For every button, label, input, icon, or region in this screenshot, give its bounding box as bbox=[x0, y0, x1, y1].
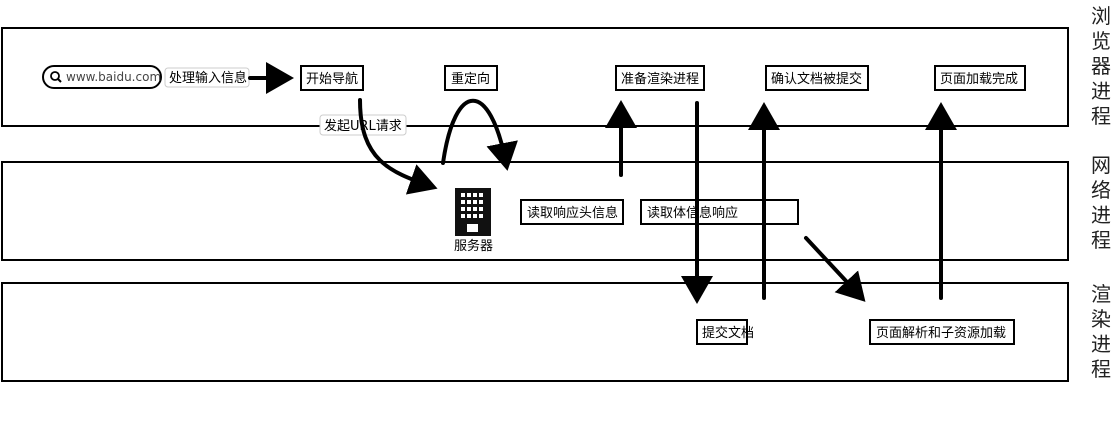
arrow-body-to-parse bbox=[804, 236, 866, 302]
server-icon bbox=[455, 188, 491, 236]
prepare-render-label: 准备渲染进程 bbox=[621, 71, 699, 87]
read-body-box bbox=[640, 199, 799, 225]
url-pill[interactable] bbox=[42, 65, 162, 89]
start-nav-box bbox=[300, 65, 364, 91]
read-body-label: 读取体信息响应 bbox=[647, 205, 738, 221]
confirm-commit-box bbox=[765, 65, 869, 91]
arrow-nav-to-server bbox=[358, 98, 438, 195]
renderer-process-label: 渲染进程 bbox=[1091, 282, 1111, 381]
parse-page-label: 页面解析和子资源加载 bbox=[876, 326, 1006, 341]
arrow-redirect-loop bbox=[441, 99, 518, 171]
redirect-label: 重定向 bbox=[451, 71, 490, 87]
page-loaded-box bbox=[934, 65, 1026, 91]
read-headers-label: 读取响应头信息 bbox=[527, 205, 618, 221]
confirm-commit-label: 确认文档被提交 bbox=[771, 71, 862, 87]
parse-page-box bbox=[869, 319, 1015, 345]
url-text: www.baidu.com bbox=[66, 70, 161, 84]
network-process-label: 网络进程 bbox=[1091, 153, 1111, 252]
prepare-render-box bbox=[615, 65, 705, 91]
process-input-label: 处理输入信息 bbox=[169, 70, 247, 86]
start-nav-label: 开始导航 bbox=[306, 71, 358, 87]
redirect-box bbox=[444, 65, 498, 91]
flow-arrows bbox=[248, 62, 957, 304]
server-label: 服务器 bbox=[454, 238, 493, 254]
commit-doc-box bbox=[696, 319, 748, 345]
read-headers-box bbox=[520, 199, 624, 225]
browser-process-label: 浏览器进程 bbox=[1091, 4, 1111, 128]
search-icon bbox=[50, 71, 62, 83]
page-loaded-label: 页面加载完成 bbox=[940, 72, 1018, 87]
commit-doc-label: 提交文档 bbox=[702, 325, 754, 341]
